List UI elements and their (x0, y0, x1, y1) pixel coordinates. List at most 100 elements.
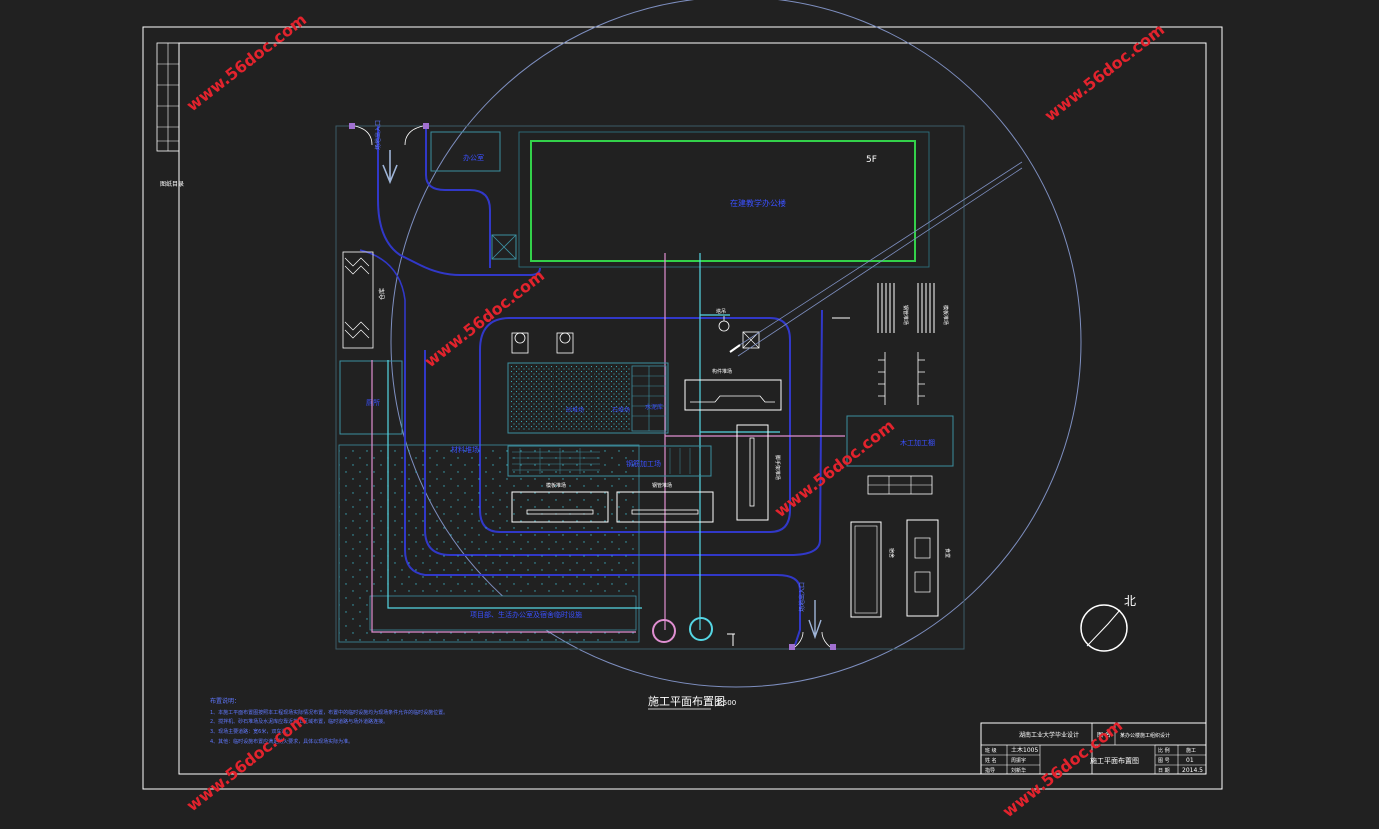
gate-leaf-east (404, 125, 424, 146)
wood-shop-label: 木工加工棚 (900, 438, 935, 447)
mixer-icons (511, 332, 574, 354)
tb-tutor-label: 指导 (985, 767, 995, 774)
processing-label: 构件堆场 (712, 368, 732, 375)
vertical-yard (736, 424, 769, 521)
gate-leaf-south-east (821, 631, 831, 648)
tb-school: 湖南工业大学毕业设计 (1019, 731, 1079, 739)
note-4: 4、其他：临时设施布置应满足防火要求，具体以现场实际为准。 (210, 738, 353, 745)
component-yard-1-label: 模板堆场 (546, 482, 566, 489)
canteen-unit-2 (914, 571, 931, 593)
entrance-arrow-icon (382, 150, 398, 185)
temp-road-label: 项目部、生活办公室及宿舍临时设施 (470, 610, 582, 619)
note-1: 1、本施工平面布置图按照本工程现场实际情况布置，布置中的临时设施均为现场条件允许… (210, 709, 448, 716)
tb-scale-label: 比 例 (1158, 747, 1170, 754)
toilet-label: 厕所 (366, 398, 380, 407)
main-building (530, 140, 916, 262)
wood-shop (846, 415, 954, 467)
note-2: 2、搅拌机、砂石堆场及水泥库应靠近施工区域布置，临时道路与场外道路连接。 (210, 718, 388, 725)
gate-post-west (349, 123, 355, 129)
building-floors: 5F (866, 155, 877, 165)
component-yard-1-bar (526, 509, 594, 515)
storage-label: 仓库 (378, 288, 386, 300)
drawing-scale: 1:500 (716, 699, 736, 707)
brackets (878, 352, 925, 405)
tb-row1-label: 图 名 (1097, 731, 1111, 739)
rebar-yard-label: 钢筋加工场 (626, 459, 661, 468)
temp-road-strip (369, 595, 637, 631)
stone-pile (556, 366, 592, 431)
office-label: 办公室 (463, 153, 484, 162)
processing-shed-outline (690, 395, 775, 403)
material-yard-label: 材料堆场 (451, 445, 479, 454)
component-yard-1 (511, 491, 609, 523)
processing-shed (684, 379, 782, 411)
vertical-yard-bar (749, 437, 755, 507)
drawing-title: 施工平面布置图 (648, 695, 725, 708)
exit-arrow-icon (808, 600, 822, 640)
tb-scale-value: 施工 (1186, 747, 1196, 754)
steel-pipe-label: 钢管堆场 (902, 305, 909, 325)
building-outer-line (518, 131, 930, 268)
aggregate-yard (507, 362, 669, 434)
watermark-2: www.56doc.com (1041, 20, 1168, 125)
side-label: 图纸目录 (160, 180, 184, 188)
crane-label: 塔吊 (716, 308, 726, 315)
dormitory-label: 宿舍 (888, 548, 895, 558)
small-store-grid (868, 476, 932, 494)
tb-name-value: 周振宇 (1011, 757, 1026, 764)
component-yard-2-label: 钢管堆场 (652, 482, 672, 489)
gravel-pile (594, 366, 630, 431)
tb-class-label: 班 级 (985, 747, 997, 754)
tb-sheet-label: 图 号 (1158, 758, 1170, 764)
tb-date-value: 2014.5 (1182, 767, 1203, 774)
gate-leaf-south-west (794, 631, 804, 648)
water-line-west (387, 360, 642, 609)
formwork-label: 模板堆场 (942, 305, 949, 325)
dormitory-box (850, 521, 882, 618)
exit-label: 场地出入口 (798, 582, 806, 612)
watermark-1: www.56doc.com (183, 10, 310, 115)
storage-hatch (344, 257, 370, 339)
water-branch (700, 314, 780, 433)
gate-post-south-east (830, 644, 836, 650)
gate-post-east (423, 123, 429, 129)
sand-pile (510, 366, 554, 431)
toilet-box (339, 360, 403, 435)
main-building-name: 在建教学办公楼 (730, 198, 786, 208)
sand-label: 砂堆场 (566, 406, 584, 414)
title-block (980, 722, 1207, 775)
guard-box (491, 234, 517, 260)
tb-class-value: 土木1005 (1011, 746, 1038, 754)
rebar-yard-grid (512, 448, 600, 474)
tb-project: 某办公楼施工组织设计 (1120, 732, 1170, 739)
tb-name-label: 姓 名 (985, 757, 997, 764)
tb-drawing-name: 施工平面布置图 (1090, 756, 1139, 765)
tb-date-label: 日 期 (1158, 768, 1170, 774)
tb-sheet-value: 01 (1186, 757, 1194, 764)
entrance-label: 场地出入口 (374, 120, 382, 150)
stone-label: 石堆场 (612, 406, 630, 414)
tower-crane (729, 161, 1023, 357)
cement-store (631, 365, 667, 432)
crane-hook-icon (718, 320, 730, 332)
road-entrance-west (377, 126, 541, 276)
north-label: 北 (1124, 594, 1136, 608)
gate-leaf-west (354, 125, 373, 146)
crane-radius-circle (390, 0, 1082, 688)
water-source-icon (689, 617, 713, 641)
electric-box-icon (652, 619, 676, 643)
outer-frame (142, 26, 1223, 790)
guard-box-diag-2 (491, 234, 517, 260)
storage-shed (342, 251, 374, 349)
tb-tutor-value: 刘新华 (1011, 767, 1026, 774)
component-yard-2 (616, 491, 714, 523)
component-yard-2-bar (631, 509, 699, 515)
watermark-5: www.56doc.com (183, 710, 310, 815)
north-arrow-icon (1080, 604, 1128, 652)
site-boundary (335, 125, 965, 650)
hydrant-icon (727, 633, 735, 646)
road-west-spur (359, 249, 406, 350)
side-index-table: 图纸目录 (156, 42, 184, 188)
power-line-west (371, 360, 636, 633)
